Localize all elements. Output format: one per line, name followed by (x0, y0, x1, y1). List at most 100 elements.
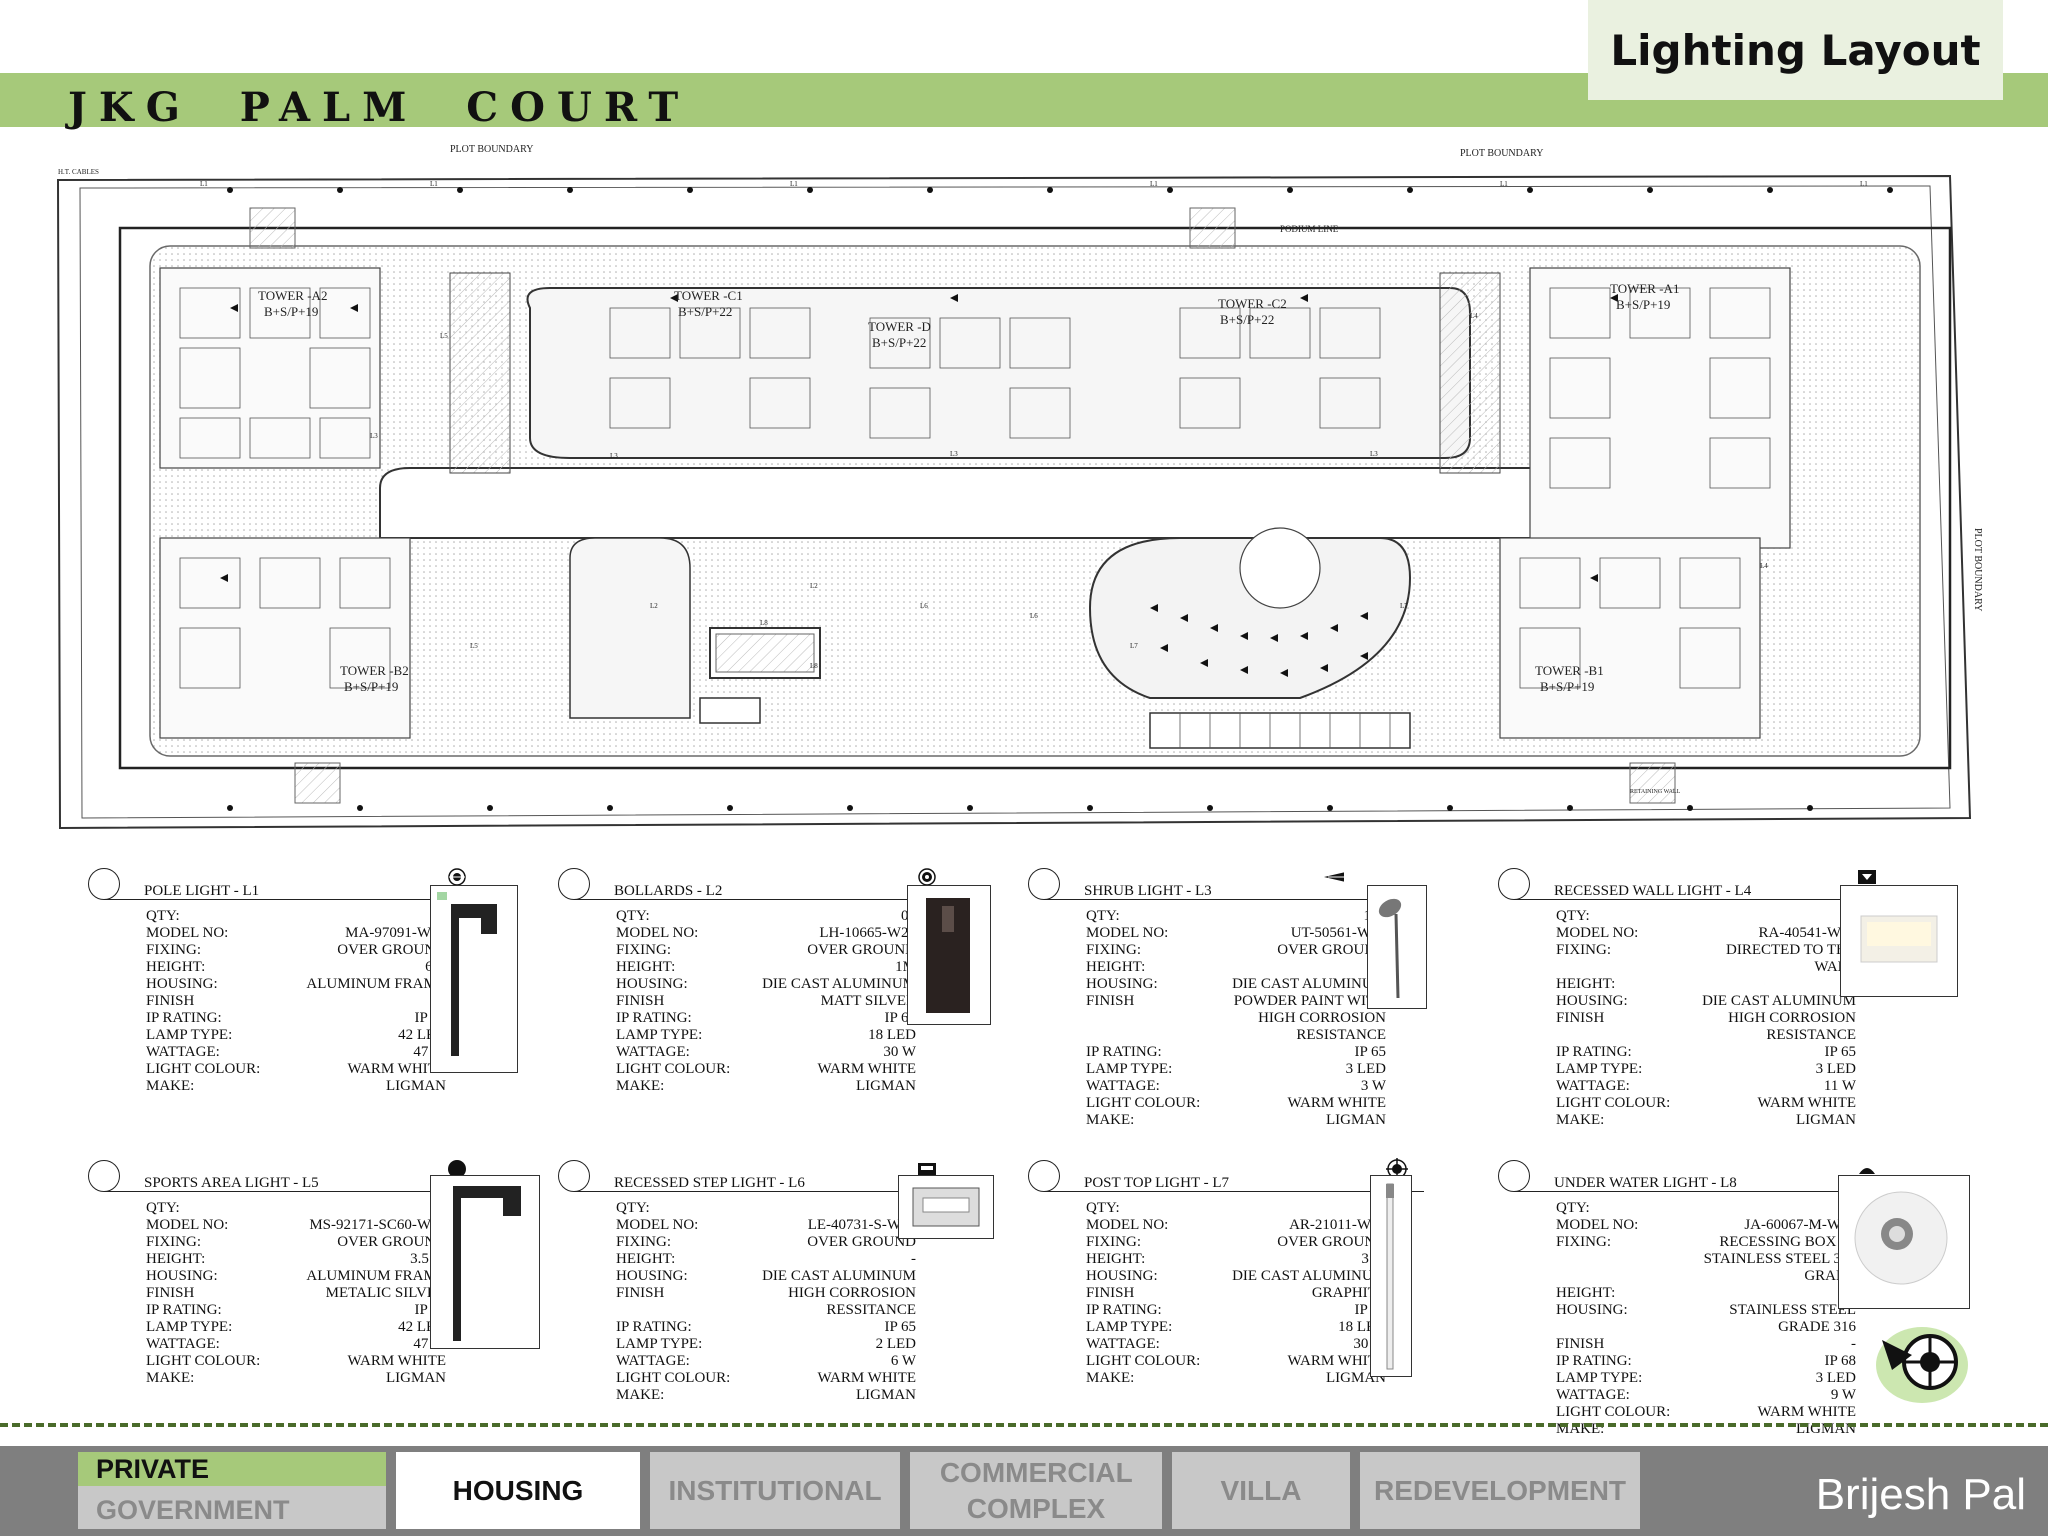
spec-value: - (1851, 1336, 1856, 1352)
spec-key: MODEL NO: (1556, 1217, 1639, 1233)
spec-key: LIGHT COLOUR: (1556, 1404, 1671, 1420)
fixture-spec-table: QTY:50MODEL NO:LE-40731-S-W27FIXING:OVER… (616, 1200, 916, 1404)
spec-value: OVER GROUND (337, 942, 446, 958)
tab-private[interactable]: PRIVATE GOVERNMENT (78, 1452, 386, 1529)
spec-row: MODEL NO:MA-97091-W27 (146, 925, 446, 942)
spec-row: MODEL NO:JA-60067-M-W27 (1556, 1217, 1856, 1234)
spec-value: OVER GROUND (807, 1234, 916, 1250)
spec-value: IP 65 (1824, 1044, 1856, 1060)
tower-c2-floors: B+S/P+22 (1220, 312, 1274, 327)
spec-row: IP RATING: IP 68 (1556, 1353, 1856, 1370)
spec-key: HEIGHT: (616, 959, 676, 975)
tab-villa[interactable]: VILLA (1172, 1452, 1350, 1529)
spec-key: QTY: (1556, 1200, 1590, 1216)
fixture-title: RECESSED WALL LIGHT - L4 (1514, 882, 1894, 900)
road-edge (79, 185, 1951, 819)
spec-row: FIXING:OVER GROUND (1086, 1234, 1386, 1251)
spec-value: IP 68 (1824, 1353, 1856, 1369)
spec-value: LE-40731-S-W27 (807, 1217, 916, 1233)
shrub-light-photo (1367, 885, 1427, 1009)
spec-value: OVER GROUND (807, 942, 916, 958)
spec-row: HOUSING:DIE CAST ALUMINUM (616, 976, 916, 993)
spec-row: WATTAGE:30 W (1086, 1336, 1386, 1353)
pole-light-symbol-icon (446, 866, 468, 888)
spec-row: LAMP TYPE:18 LED (616, 1027, 916, 1044)
spec-value: - (1686, 976, 1856, 993)
tower-b1-floors: B+S/P+19 (1540, 679, 1594, 694)
tower-a1-block (1529, 267, 1791, 549)
spec-row: LIGHT COLOUR:WARM WHITE (616, 1061, 916, 1078)
spec-row: MODEL NO:LE-40731-S-W27 (616, 1217, 916, 1234)
fixture-title: BOLLARDS - L2 (574, 882, 954, 900)
landscape-garden (569, 537, 691, 719)
spec-row: MAKE:LIGMAN (1556, 1112, 1856, 1129)
spec-key: MAKE: (146, 1370, 195, 1386)
spec-row: WATTAGE: 47 W (146, 1044, 446, 1061)
spec-value: WARM WHITE (1287, 1095, 1386, 1111)
spec-row: IP RATING:IP 55 (146, 1010, 446, 1027)
tab-private-label[interactable]: PRIVATE (78, 1452, 386, 1486)
spec-value: HIGH CORROSION RESISTANCE (1728, 1010, 1856, 1043)
tab-institutional[interactable]: INSTITUTIONAL (650, 1452, 900, 1529)
spec-value: OVER GROUND (1277, 942, 1386, 958)
tab-government-label[interactable]: GOVERNMENT (96, 1495, 290, 1525)
spec-key: MAKE: (1556, 1112, 1605, 1128)
spec-value: MATT SILVER (820, 993, 916, 1009)
spec-row: LIGHT COLOUR:WARM WHITE (146, 1061, 446, 1078)
spec-key: WATTAGE: (616, 1353, 690, 1369)
tab-commercial-complex[interactable]: COMMERCIAL COMPLEX (910, 1452, 1162, 1529)
fixture-card-l3: SHRUB LIGHT - L3 QTY:108MODEL NO:UT-5056… (1010, 858, 1450, 1128)
author-name: Brijesh Pal (1815, 1470, 2026, 1519)
spec-row: WATTAGE:9 W (1556, 1387, 1856, 1404)
spec-key: LAMP TYPE: (146, 1319, 233, 1335)
spec-key: FIXING: (146, 1234, 201, 1250)
spec-key: IP RATING: (1086, 1302, 1162, 1318)
tab-housing[interactable]: HOUSING (396, 1452, 640, 1529)
spec-row: FIXING:OVER GROUND (616, 1234, 916, 1251)
spec-row: HEIGHT:- (616, 1251, 916, 1268)
spec-row: QTY:02 (146, 1200, 446, 1217)
kids-pool (699, 697, 761, 724)
court-right (1439, 272, 1501, 474)
shrub-light-symbol-icon (1322, 866, 1344, 888)
spec-value: 6M (276, 959, 446, 976)
spec-row: QTY:05 (146, 908, 446, 925)
svg-text:L1: L1 (1500, 180, 1508, 188)
spec-value: 3 LED (1345, 1061, 1386, 1077)
spec-row: HOUSING:STAINLESS STEEL GRADE 316 (1556, 1302, 1856, 1336)
spec-row: MAKE:LIGMAN (146, 1078, 446, 1095)
recessed-wall-light-photo (1840, 885, 1958, 997)
spec-row: IP RATING:IP 65 (616, 1010, 916, 1027)
spec-key: MAKE: (146, 1078, 195, 1094)
spec-value: 18 LED (1338, 1319, 1386, 1335)
spec-key: WATTAGE: (146, 1044, 220, 1060)
spec-key: MODEL NO: (146, 925, 229, 941)
spec-value: DIE CAST ALUMINUM (762, 976, 916, 992)
spec-value: 47 W (413, 1336, 446, 1352)
spec-value: DIE CAST ALUMINUM (1702, 993, 1856, 1009)
tower-a1-name: TOWER -A1 (1610, 281, 1679, 296)
svg-text:L1: L1 (790, 180, 798, 188)
svg-text:L1: L1 (1150, 180, 1158, 188)
spec-value: IP 65 (1354, 1044, 1386, 1060)
spec-row: LIGHT COLOUR:WARM WHITE (1086, 1353, 1386, 1370)
spec-key: HOUSING: (146, 1268, 218, 1284)
spec-value: LIGMAN (856, 1078, 916, 1094)
svg-text:L4: L4 (1760, 562, 1768, 570)
spec-key: IP RATING: (1556, 1353, 1632, 1369)
spec-key: HOUSING: (1556, 1302, 1628, 1318)
tower-d-floors: B+S/P+22 (872, 335, 926, 350)
spec-key: IP RATING: (1556, 1044, 1632, 1060)
spec-value: 47 W (413, 1044, 446, 1060)
parking-strip (1149, 712, 1411, 749)
spec-key: LIGHT COLOUR: (1086, 1353, 1201, 1369)
spec-row: HOUSING:DIE CAST ALUMINUM (616, 1268, 916, 1285)
spec-row: IP RATING:IP 65 (1086, 1302, 1386, 1319)
spec-row: QTY:10 (1556, 1200, 1856, 1217)
spec-value: 15 (1216, 1200, 1386, 1217)
spec-value: DIRECTED TO THE WALL (1726, 942, 1856, 975)
tab-redevelopment[interactable]: REDEVELOPMENT (1360, 1452, 1640, 1529)
spec-key: LAMP TYPE: (1556, 1370, 1643, 1386)
recessed-wall-light-symbol-icon (1856, 866, 1878, 888)
